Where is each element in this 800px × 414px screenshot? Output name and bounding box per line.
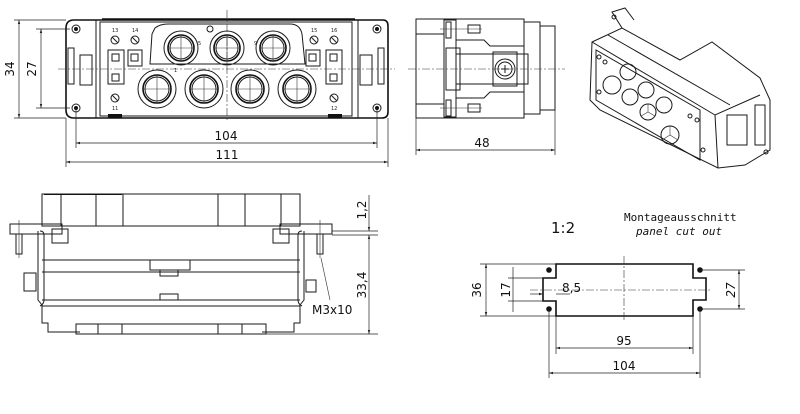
contact-label: 14 (132, 28, 138, 34)
dim-cutout-104: 104 (548, 309, 701, 378)
bottom-view: 1,2 33,4 M3x10 (9, 193, 378, 335)
dim-label: 27 (25, 61, 39, 76)
dim-width-111: 111 (65, 118, 389, 167)
dim-height-27: 27 (25, 28, 70, 109)
dim-cutout-36: 36 (470, 263, 556, 317)
screw-callout: M3x10 (312, 303, 352, 317)
dim-label: 104 (215, 129, 238, 143)
contact-socket (184, 69, 224, 109)
dim-label: 34 (3, 61, 17, 76)
dim-label: 111 (216, 148, 239, 162)
power-contacts: 5 9 1 (137, 25, 317, 109)
cutout-title-de: Montageausschnitt (624, 211, 737, 224)
dim-cutout-27: 27 (700, 269, 745, 310)
dim-label: 48 (474, 136, 489, 150)
dim-label: 104 (613, 359, 636, 373)
isometric-view (589, 7, 771, 169)
contact-label: 11 (112, 106, 118, 112)
aux-terminal-left: 13 14 11 (107, 28, 143, 112)
dim-label: 17 (499, 282, 513, 297)
dim-label: 27 (724, 282, 738, 298)
contact-socket (163, 30, 199, 66)
front-view: 13 14 11 15 16 12 5 (3, 10, 395, 167)
ground-symbol-icon (206, 25, 214, 33)
contact-label: 9 (254, 41, 257, 47)
side-view: 48 (408, 18, 565, 155)
aux-terminal-right: 15 16 12 (305, 28, 343, 112)
contact-socket (255, 30, 291, 66)
contact-label: 1 (174, 68, 177, 74)
dim-label: 8,5 (562, 281, 581, 295)
cutout-title-en: panel cut out (635, 225, 722, 238)
contact-socket (230, 69, 270, 109)
dim-width-104: 104 (75, 108, 378, 148)
dim-label: 33,4 (355, 272, 369, 299)
contact-label: 5 (198, 41, 201, 47)
dim-label: 95 (616, 334, 631, 348)
dim-height-33-4: 33,4 (266, 235, 378, 335)
dim-label: 36 (470, 282, 484, 297)
dim-cutout-8-5: 8,5 (530, 281, 581, 296)
panel-cutout-view: 1:2 Montageausschnitt panel cut out 36 1… (470, 211, 745, 378)
dim-height-34: 34 (3, 19, 66, 119)
contact-label: 15 (311, 28, 317, 34)
contact-label: 13 (112, 28, 118, 34)
dim-cutout-95: 95 (555, 316, 694, 354)
contact-label: 16 (331, 28, 337, 34)
mounting-hole-icon (546, 267, 552, 273)
dim-depth-48: 48 (415, 110, 556, 155)
dim-label: 1,2 (355, 200, 369, 219)
scale-label: 1:2 (551, 219, 575, 237)
screw-icon (15, 220, 324, 258)
dim-flange-1-2: 1,2 (332, 195, 378, 236)
dim-cutout-17: 17 (499, 267, 543, 312)
contact-socket (277, 69, 317, 109)
contact-socket (137, 69, 177, 109)
contact-label: 12 (331, 106, 337, 112)
